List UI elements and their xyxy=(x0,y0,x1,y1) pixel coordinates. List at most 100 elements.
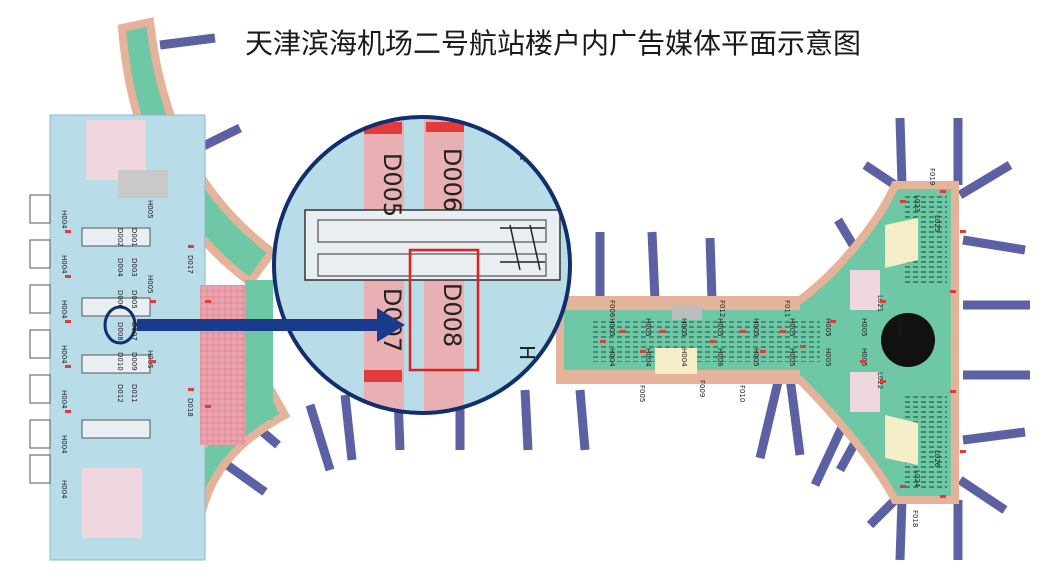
jet-bridge xyxy=(962,235,1026,255)
jet-bridge xyxy=(785,377,805,456)
east-f-label: F019 xyxy=(928,168,936,185)
east-h-label: H005 xyxy=(788,348,796,367)
west-gate-structure xyxy=(81,354,151,374)
west-side-label: H004 xyxy=(60,300,68,319)
west-gate-structure xyxy=(81,227,151,247)
pink-retail-zone xyxy=(200,285,245,445)
ad-marker xyxy=(950,390,956,393)
east-pink-block xyxy=(850,270,880,310)
east-h-label: H005 xyxy=(716,318,724,337)
east-light-label: L023 xyxy=(913,195,921,212)
ad-marker xyxy=(150,300,156,303)
pointer-arrow-head xyxy=(377,308,405,342)
jet-bridge xyxy=(895,499,907,561)
west-gate xyxy=(29,454,51,484)
east-h-label: H005 xyxy=(824,348,832,367)
east-light-label: L021 xyxy=(876,295,884,312)
ad-marker xyxy=(900,200,906,203)
ad-marker xyxy=(620,330,626,333)
svg-text:3: 3 xyxy=(378,97,406,112)
east-f-label: F006 xyxy=(608,300,616,318)
east-h-label: H004 xyxy=(608,348,616,367)
east-h-label: H005 xyxy=(824,318,832,337)
pink-zone-edge xyxy=(245,280,273,420)
jet-bridge xyxy=(957,476,1008,514)
ad-marker xyxy=(780,330,786,333)
jet-bridge xyxy=(895,117,907,186)
ad-marker xyxy=(65,275,71,278)
east-f-label: F011 xyxy=(783,300,791,317)
east-cream-zone xyxy=(885,415,918,465)
ad-marker xyxy=(940,190,946,193)
svg-text:4: 4 xyxy=(438,97,466,112)
west-h005-label: H005 xyxy=(146,275,154,294)
west-label-d009: D009 xyxy=(130,352,138,371)
ad-marker xyxy=(205,300,211,303)
page-title: 天津滨海机场二号航站楼户内广告媒体平面示意图 xyxy=(245,27,862,60)
east-h-label: H004 xyxy=(680,348,688,367)
east-f-label: F018 xyxy=(911,510,919,527)
east-f-label: F012 xyxy=(718,300,726,317)
jet-bridge xyxy=(647,231,660,301)
west-side-label: H004 xyxy=(60,435,68,454)
lens-gate-structure xyxy=(304,209,561,281)
jet-bridge xyxy=(866,496,899,529)
jet-bridge xyxy=(159,33,216,50)
jet-bridge xyxy=(957,161,1013,199)
west-label-d006: D006 xyxy=(116,290,124,309)
jet-bridge xyxy=(520,389,533,451)
west-label-d007: D007 xyxy=(130,322,138,341)
ad-marker xyxy=(188,388,194,391)
east-f-label: F010 xyxy=(738,385,746,402)
east-pier-grey-block xyxy=(672,305,702,320)
east-h-label: H006 xyxy=(716,348,724,367)
east-h-label: H004 xyxy=(644,348,652,367)
west-h005-label: H005 xyxy=(146,200,154,219)
magnifier-lens: D005 D006 D007 D008 3 4 4 H ▪▪▪ xyxy=(274,97,570,413)
west-label-d002: D002 xyxy=(116,228,124,247)
west-label-d008: D008 xyxy=(116,322,124,341)
east-h-label: H005 xyxy=(860,318,868,337)
west-side-label: H004 xyxy=(60,390,68,409)
east-h-label: H005 xyxy=(608,318,616,337)
east-h-label: H004 xyxy=(896,318,904,337)
pointer-arrow-shaft xyxy=(137,319,377,331)
jet-bridge xyxy=(962,427,1026,445)
west-label-d010: D010 xyxy=(116,352,124,371)
focus-spot xyxy=(103,305,137,345)
svg-text:H: H xyxy=(515,345,539,360)
ad-marker xyxy=(710,340,716,343)
ad-marker xyxy=(188,245,194,248)
west-gate xyxy=(29,239,51,269)
east-pink-block xyxy=(850,372,880,412)
west-side-label: H004 xyxy=(60,255,68,274)
magnifier-ring xyxy=(272,115,572,415)
ad-marker xyxy=(150,360,156,363)
lens-label-d006: D006 xyxy=(438,148,466,212)
west-label-d001: D001 xyxy=(130,228,138,247)
west-side-label: H004 xyxy=(60,210,68,229)
west-label-d011: D011 xyxy=(130,384,138,403)
jet-bridges xyxy=(159,33,1030,561)
east-light-label: L024 xyxy=(913,470,921,488)
west-hall-gates xyxy=(29,194,151,484)
ad-marker xyxy=(940,495,946,498)
west-gate xyxy=(29,194,51,224)
ad-marker xyxy=(950,290,956,293)
west-gate xyxy=(29,284,51,314)
west-hall-block xyxy=(118,170,168,198)
west-gate xyxy=(29,374,51,404)
ad-marker xyxy=(65,320,71,323)
lens-label-d008: D008 xyxy=(438,283,466,347)
west-label-d003: D003 xyxy=(130,258,138,277)
jet-bridge xyxy=(862,161,898,189)
east-light-label: L026 xyxy=(933,450,941,468)
east-h-label: H005 xyxy=(860,348,868,367)
ad-marker xyxy=(65,230,71,233)
east-cream-zone xyxy=(885,218,918,268)
west-label-d004: D004 xyxy=(116,258,124,277)
jet-bridge xyxy=(305,403,335,472)
jet-bridge xyxy=(340,394,357,461)
jet-bridge xyxy=(705,237,717,301)
east-h-label: H005 xyxy=(680,318,688,337)
